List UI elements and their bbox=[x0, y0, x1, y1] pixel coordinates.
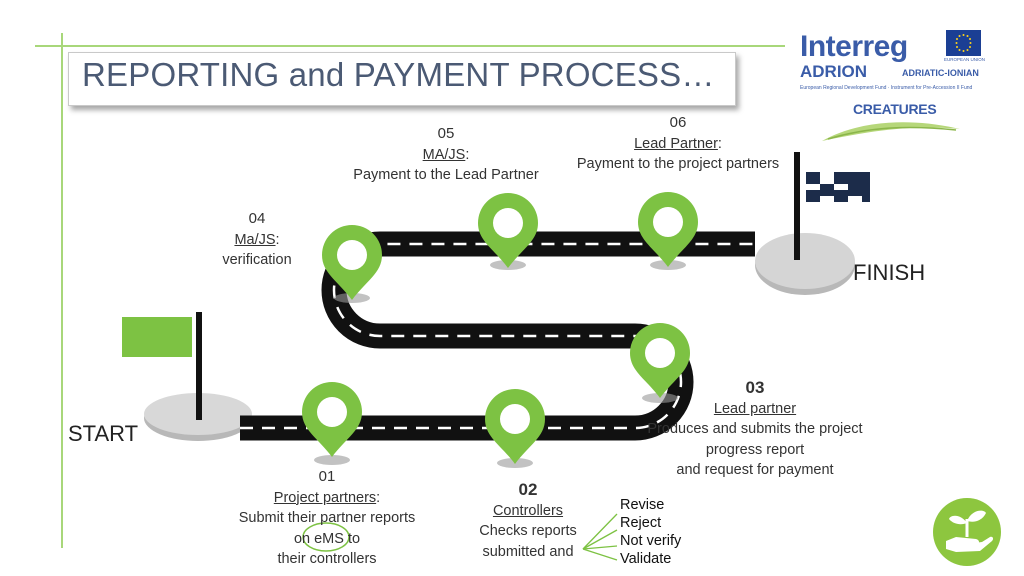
ems-highlight bbox=[302, 522, 350, 552]
start-label: START bbox=[68, 421, 139, 446]
eu-label: EUROPEAN UNION bbox=[944, 57, 986, 62]
step-02-actor: Controllers bbox=[492, 502, 564, 519]
step-02-number: 02 bbox=[518, 480, 538, 499]
creatures-logo: CREATURES bbox=[853, 101, 937, 117]
step-04: 04 Ma/JS: verification bbox=[207, 209, 307, 271]
interreg-logo: Interreg bbox=[800, 30, 908, 63]
eu-flag-icon bbox=[946, 30, 981, 56]
option-branches bbox=[582, 513, 618, 561]
step-03-text-1: Produces and submits the project bbox=[647, 421, 863, 437]
start-flag-icon bbox=[122, 312, 202, 420]
sustainability-badge-icon bbox=[933, 498, 1001, 566]
step-02-text-2: submitted and bbox=[482, 543, 574, 560]
page-title: REPORTING and PAYMENT PROCESS… bbox=[82, 56, 715, 93]
leaf-icon bbox=[822, 122, 960, 141]
step-05-text: Payment to the Lead Partner bbox=[353, 167, 539, 183]
option-reject: Reject bbox=[620, 515, 662, 531]
finish-flag-icon bbox=[794, 152, 870, 260]
option-validate: Validate bbox=[620, 551, 672, 567]
controller-options: Revise Reject Not verify Validate bbox=[620, 496, 681, 568]
step-06-number: 06 bbox=[669, 114, 687, 131]
fund-line: European Regional Development Fund · Ins… bbox=[800, 85, 973, 91]
step-01-text-1: Submit their partner reports bbox=[238, 510, 416, 526]
finish-label: FINISH bbox=[853, 260, 926, 285]
step-04-number: 04 bbox=[248, 210, 266, 227]
step-05-actor: MA/JS bbox=[422, 146, 466, 163]
step-03-number: 03 bbox=[745, 378, 765, 397]
step-04-text: verification bbox=[222, 252, 292, 268]
step-01-number: 01 bbox=[318, 468, 336, 485]
title-box bbox=[68, 52, 736, 106]
step-05: 05 MA/JS: Payment to the Lead Partner bbox=[346, 124, 546, 186]
step-03-actor: Lead partner bbox=[713, 400, 797, 417]
step-05-number: 05 bbox=[437, 125, 455, 142]
step-03-text-3: and request for payment bbox=[676, 462, 834, 478]
step-06-text: Payment to the project partners bbox=[576, 156, 780, 172]
step-06-actor: Lead Partner bbox=[634, 135, 718, 152]
step-01-text-2b: to bbox=[343, 530, 361, 547]
ems-text: eMS bbox=[314, 530, 344, 547]
step-02: 02 Controllers Checks reports submitted … bbox=[466, 480, 590, 562]
step-01-text-3: their controllers bbox=[277, 551, 377, 567]
adriatic-ionian-logo: ADRIATIC-IONIAN bbox=[902, 68, 979, 78]
step-03-text-2: progress report bbox=[705, 441, 805, 458]
step-04-actor: Ma/JS bbox=[234, 231, 276, 248]
step-02-text-1: Checks reports bbox=[479, 523, 577, 539]
step-01-actor: Project partners bbox=[273, 489, 377, 506]
option-revise: Revise bbox=[620, 497, 665, 513]
step-06: 06 Lead Partner: Payment to the project … bbox=[560, 113, 796, 175]
map-pins bbox=[302, 192, 698, 468]
step-01-text-2a: on bbox=[293, 530, 315, 547]
adrion-logo: ADRION bbox=[800, 62, 868, 81]
step-01: 01 Project partners: Submit their partne… bbox=[222, 467, 432, 570]
step-03: 03 Lead partner Produces and submits the… bbox=[625, 378, 885, 481]
option-not-verify: Not verify bbox=[620, 533, 682, 549]
